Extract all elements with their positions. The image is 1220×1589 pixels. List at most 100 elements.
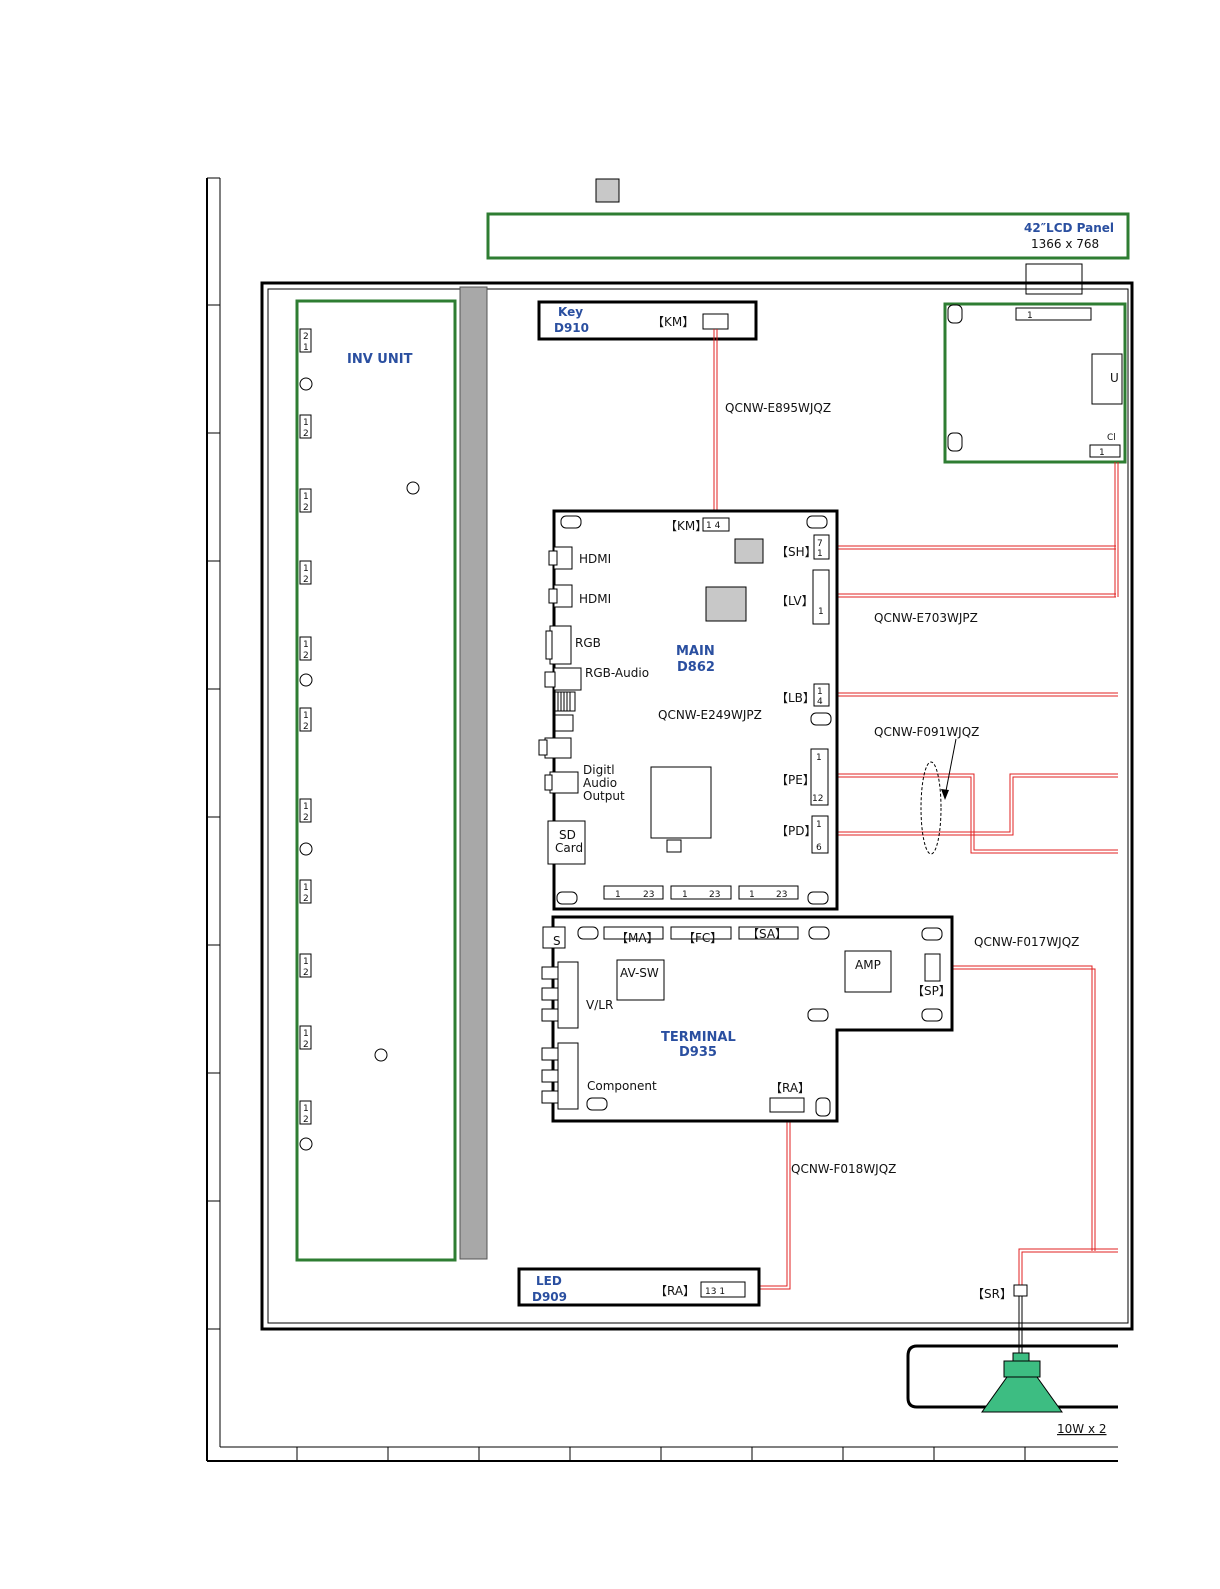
inv-pin-connector xyxy=(299,1025,312,1050)
cable-f018: QCNW-F018WJQZ xyxy=(791,1162,896,1176)
pe-pin-top: 1 xyxy=(816,753,822,763)
led-ra-connector: 【RA】 xyxy=(655,1284,695,1298)
digital-audio-line3: Output xyxy=(583,789,625,803)
gray-marker xyxy=(595,178,620,203)
inv-pin-number: 2 xyxy=(303,813,309,823)
digital-audio-line1: Digitl xyxy=(583,763,615,777)
right-board: 1 U Cl 1 xyxy=(943,302,1127,464)
terminal-board-code: D935 xyxy=(679,1045,717,1060)
b2-pin-a: 1 xyxy=(682,890,688,900)
sh-pin-bot: 1 xyxy=(817,549,823,559)
lb-pin-bot: 4 xyxy=(817,697,823,707)
vlr-label: V/LR xyxy=(586,998,613,1012)
b3-pin-b: 23 xyxy=(776,890,787,900)
inv-pin-connector xyxy=(299,1100,312,1125)
sd-card-line2: Card xyxy=(555,841,583,855)
inv-pin-number: 1 xyxy=(303,957,309,967)
terminal-sa-connector: 【SA】 xyxy=(747,927,787,941)
inv-pin-number: 2 xyxy=(303,894,309,904)
right-label-c: Cl xyxy=(1107,433,1116,443)
main-board-name: MAIN xyxy=(676,644,715,659)
main-pd-connector: 【PD】 xyxy=(776,824,816,838)
sd-card-line1: SD xyxy=(559,828,576,842)
b3-pin-a: 1 xyxy=(749,890,755,900)
cable-e249: QCNW-E249WJPZ xyxy=(658,708,762,722)
main-km-connector: 【KM】 xyxy=(665,519,707,533)
main-lv-connector: 【LV】 xyxy=(776,594,814,608)
inv-pin-connector xyxy=(299,798,312,823)
amp-label: AMP xyxy=(855,958,881,972)
terminal-sp-connector: 【SP】 xyxy=(912,984,951,998)
inv-pin-number: 2 xyxy=(303,503,309,513)
key-board: Key D910 【KM】 xyxy=(537,300,758,341)
inv-pin-number: 1 xyxy=(303,418,309,428)
speaker: 【SR】 10W x 2 xyxy=(906,1284,1118,1436)
lcd-panel: 42″LCD Panel 1366 x 768 xyxy=(486,212,1130,295)
main-lb-connector: 【LB】 xyxy=(776,691,815,705)
pe-pin-bot: 12 xyxy=(812,794,823,804)
cabinet-outer xyxy=(260,281,1134,1331)
terminal-ma-connector: 【MA】 xyxy=(616,931,659,945)
pd-pin-top: 1 xyxy=(816,820,822,830)
terminal-fc-connector: 【FC】 xyxy=(683,931,722,945)
led-board-code: D909 xyxy=(532,1290,567,1304)
avsw-label: AV-SW xyxy=(620,966,659,980)
wires xyxy=(576,329,1119,1290)
inv-pin-number: 2 xyxy=(303,968,309,978)
inv-pin-number: 1 xyxy=(303,1104,309,1114)
cable-f091-indicator xyxy=(920,738,957,855)
terminal-ra-connector: 【RA】 xyxy=(770,1081,810,1095)
inv-pin-number: 1 xyxy=(303,343,309,353)
terminal-board-name: TERMINAL xyxy=(661,1030,736,1045)
key-board-code: D910 xyxy=(554,321,589,335)
inv-pin-number: 2 xyxy=(303,651,309,661)
pd-pin-bot: 6 xyxy=(816,843,822,853)
main-board: 【KM】 1 4 HDMI HDMI RGB RGB-Audio Digitl … xyxy=(538,509,839,911)
led-pins: 13 1 xyxy=(705,1287,725,1297)
b2-pin-b: 23 xyxy=(709,890,720,900)
inv-pin-number: 2 xyxy=(303,1115,309,1125)
inv-pin-connector xyxy=(299,560,312,585)
inv-pin-number: 1 xyxy=(303,492,309,502)
key-board-name: Key xyxy=(558,305,583,319)
inv-pin-number: 2 xyxy=(303,722,309,732)
inv-pin-number: 1 xyxy=(303,564,309,574)
inv-pin-connector xyxy=(299,953,312,978)
cable-f017: QCNW-F017WJQZ xyxy=(974,935,1079,949)
cable-f091: QCNW-F091WJQZ xyxy=(874,725,979,739)
b1-pin-a: 1 xyxy=(615,890,621,900)
inv-pin-number: 1 xyxy=(303,883,309,893)
inv-pin-number: 2 xyxy=(303,575,309,585)
inv-pin-number: 1 xyxy=(303,802,309,812)
hdmi2-label: HDMI xyxy=(579,592,611,606)
inv-pin-number: 2 xyxy=(303,429,309,439)
rgb-label: RGB xyxy=(575,636,601,650)
hdmi1-label: HDMI xyxy=(579,552,611,566)
panel-title: 42″LCD Panel xyxy=(1024,221,1114,235)
inv-pin-number: 1 xyxy=(303,1029,309,1039)
b1-pin-b: 23 xyxy=(643,890,654,900)
inv-pin-connector xyxy=(299,488,312,513)
led-board: LED D909 【RA】 13 1 xyxy=(517,1267,761,1307)
inv-pin-connector xyxy=(299,879,312,904)
right-pin1b: 1 xyxy=(1099,448,1105,458)
speaker-sr-connector: 【SR】 xyxy=(972,1287,1012,1301)
inv-pin-number: 1 xyxy=(303,640,309,650)
main-pe-connector: 【PE】 xyxy=(776,773,815,787)
outer-frame xyxy=(206,177,1118,1462)
panel-resolution: 1366 x 768 xyxy=(1031,237,1099,251)
led-board-name: LED xyxy=(536,1274,562,1288)
inv-pin-number: 2 xyxy=(303,332,309,342)
main-km-pins: 1 4 xyxy=(706,521,721,531)
cable-labels: QCNW-E895WJQZ QCNW-E703WJPZ QCNW-E249WJP… xyxy=(658,401,1079,1176)
inv-pin-connector xyxy=(299,636,312,661)
inv-pin-number: 1 xyxy=(303,711,309,721)
rgb-audio-label: RGB-Audio xyxy=(585,666,649,680)
component-label: Component xyxy=(587,1079,657,1093)
inv-pin-connector xyxy=(299,328,312,353)
cable-e895: QCNW-E895WJQZ xyxy=(725,401,831,415)
speaker-rating: 10W x 2 xyxy=(1057,1422,1107,1436)
digital-audio-line2: Audio xyxy=(583,776,617,790)
